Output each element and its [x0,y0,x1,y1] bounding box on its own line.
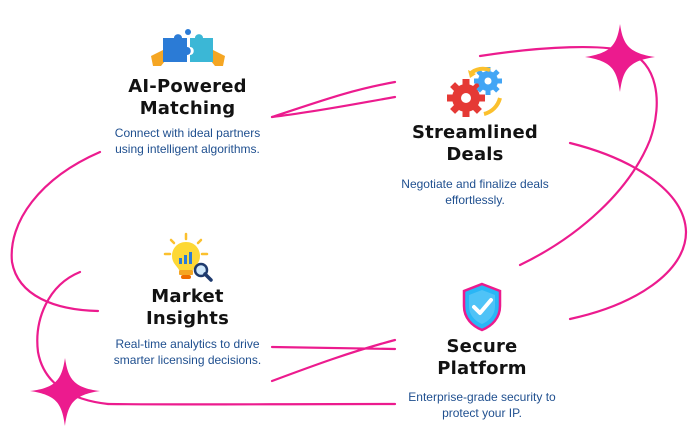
loop-line-top-cross-1 [270,95,397,119]
loop-line-lower-cross-1 [270,345,397,351]
loop-line-top-cross-2 [270,80,397,119]
loop-line-left-outer [10,150,102,313]
loop-line-lower-cross-2 [270,338,397,383]
sparkle-star-top-right [585,24,655,92]
shield-check-icon [462,282,502,332]
loop-line-right-arc [568,141,688,321]
sparkle-star-bottom-left [30,358,100,426]
loop-line-top-arc [478,45,658,267]
gears-arrows-icon [447,66,502,117]
lightbulb-chart-icon [163,232,213,282]
puzzle-hands-icon [150,29,225,66]
